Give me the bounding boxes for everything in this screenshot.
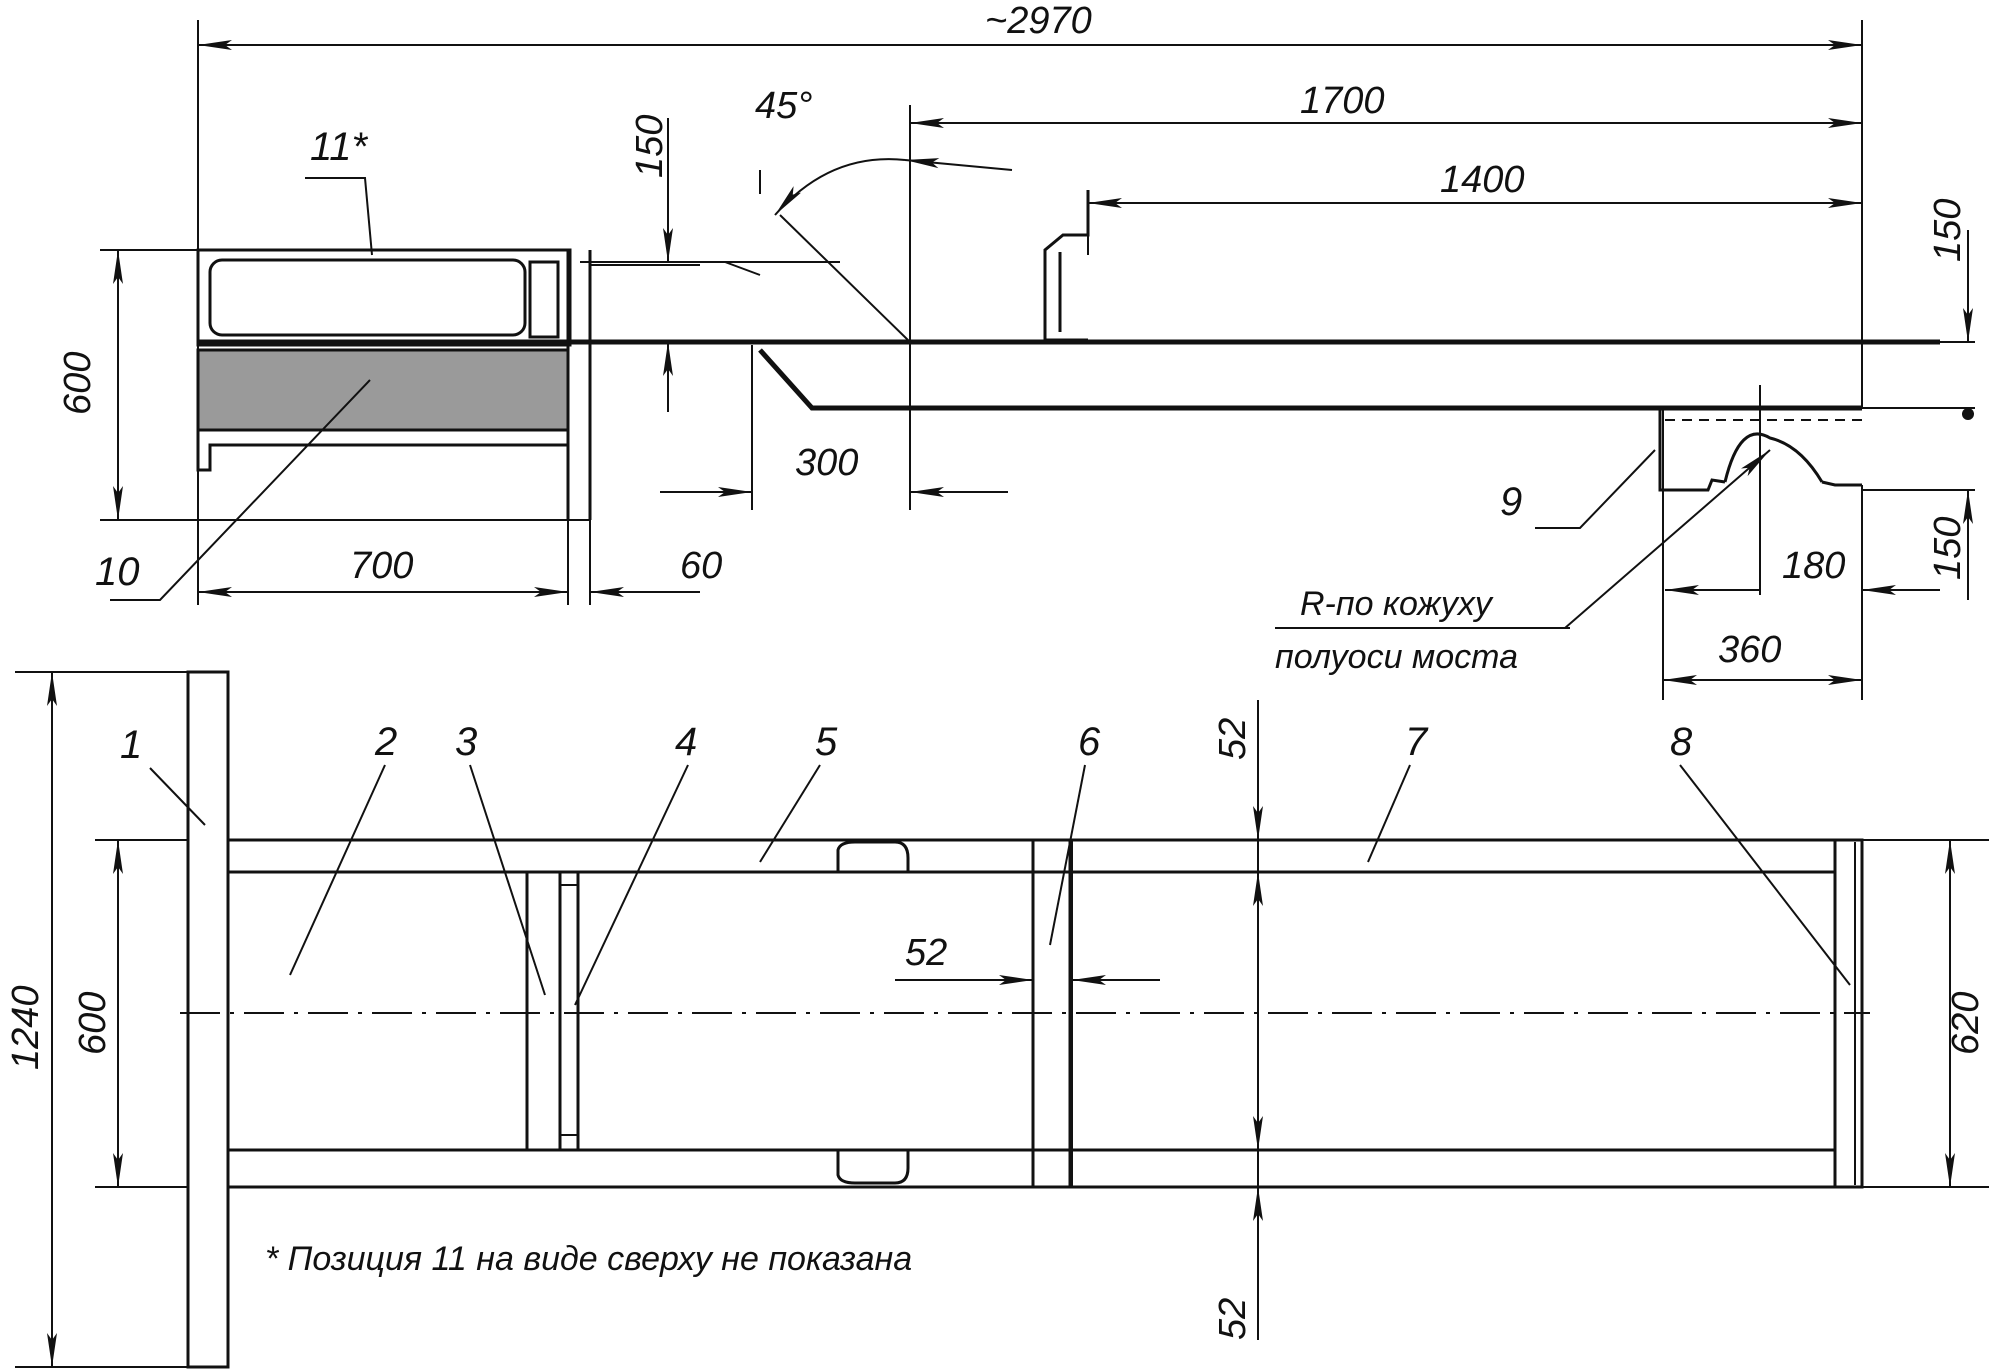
radius-note-line1: R-по кожуху bbox=[1300, 585, 1494, 623]
label-1: 1 bbox=[120, 723, 142, 767]
dim-150-right-bottom: 150 bbox=[1927, 517, 1969, 580]
side-view: ~2970 1700 1400 45° 150 bbox=[57, 0, 1975, 700]
dim-300: 300 bbox=[795, 442, 858, 484]
dim-600-side: 600 bbox=[57, 352, 99, 415]
dim-60: 60 bbox=[680, 545, 722, 587]
angle-arc bbox=[774, 158, 906, 216]
label-8: 8 bbox=[1670, 720, 1693, 764]
dim-180: 180 bbox=[1782, 545, 1845, 587]
label-10: 10 bbox=[95, 550, 140, 594]
top-view: 1 2 3 4 5 6 7 8 52 52 52 1240 600 bbox=[5, 670, 1989, 1369]
dim-1240: 1240 bbox=[5, 985, 47, 1070]
dim-620: 620 bbox=[1945, 992, 1987, 1055]
dim-2970: ~2970 bbox=[985, 0, 1092, 42]
dim-600-top: 600 bbox=[72, 992, 114, 1055]
dim-700: 700 bbox=[350, 545, 413, 587]
filled-block-10 bbox=[196, 348, 570, 432]
dim-45: 45° bbox=[755, 85, 812, 127]
footnote: * Позиция 11 на виде сверху не показана bbox=[265, 1240, 912, 1278]
label-5: 5 bbox=[815, 720, 838, 764]
label-4: 4 bbox=[675, 720, 697, 764]
crossbar-1 bbox=[186, 670, 230, 1369]
dim-360: 360 bbox=[1718, 629, 1781, 671]
label-11: 11* bbox=[310, 125, 369, 169]
label-9: 9 bbox=[1500, 480, 1522, 524]
dim-150-left: 150 bbox=[629, 115, 671, 178]
dim-52-top: 52 bbox=[1212, 718, 1254, 760]
label-6: 6 bbox=[1078, 720, 1101, 764]
dim-52-mid: 52 bbox=[905, 932, 947, 974]
axle-cutout bbox=[1723, 432, 1824, 483]
dim-1400: 1400 bbox=[1440, 159, 1525, 201]
label-7: 7 bbox=[1405, 720, 1429, 764]
label-2: 2 bbox=[374, 720, 397, 764]
dim-52-bottom: 52 bbox=[1212, 1298, 1254, 1340]
radius-note-line2: полуоси моста bbox=[1275, 638, 1518, 676]
label-3: 3 bbox=[455, 720, 477, 764]
dim-150-right-top: 150 bbox=[1927, 199, 1969, 262]
dim-1700: 1700 bbox=[1300, 80, 1385, 122]
